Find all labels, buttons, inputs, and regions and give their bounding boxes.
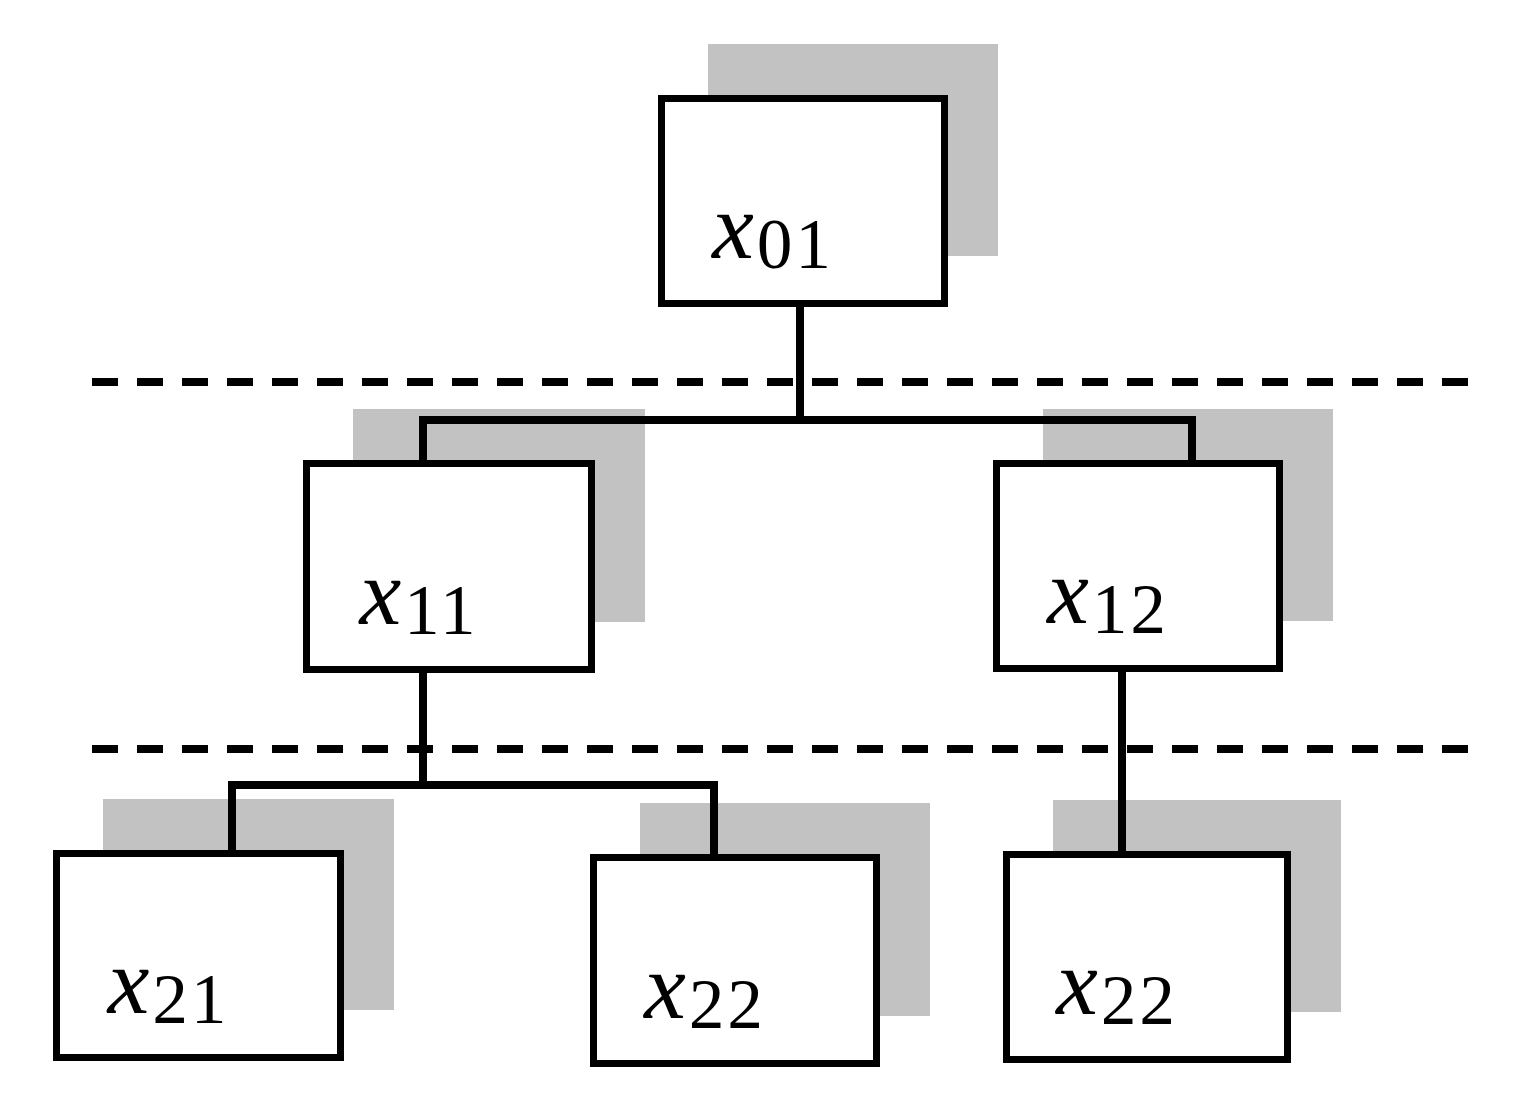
node-x21-label: x21	[107, 929, 230, 1039]
edge-drop-to-x12	[1188, 416, 1196, 466]
edge-level2-horizontal	[228, 781, 718, 789]
node-x01: x01	[658, 95, 948, 307]
edge-level1-horizontal	[419, 416, 1196, 424]
node-x22a-label: x22	[644, 934, 766, 1044]
edge-drop-to-x22a	[710, 781, 718, 860]
node-x21: x21	[53, 850, 344, 1061]
edge-drop-to-x21	[228, 781, 236, 856]
node-x22b: x22	[1003, 851, 1291, 1063]
node-x12-label: x12	[1047, 540, 1169, 649]
node-x22a: x22	[590, 854, 880, 1067]
node-x11: x11	[303, 460, 595, 673]
edge-x12-to-x22b	[1118, 669, 1126, 857]
edge-drop-to-x11	[419, 416, 427, 466]
edge-x11-stem	[419, 669, 427, 789]
node-x12: x12	[993, 460, 1283, 672]
node-x22b-label: x22	[1056, 931, 1178, 1040]
edge-x01-stem	[796, 303, 804, 424]
level-separator-line-1	[92, 378, 1486, 386]
node-x11-label: x11	[359, 540, 479, 650]
level-separator-line-2	[92, 745, 1486, 753]
node-x01-label: x01	[712, 175, 834, 284]
